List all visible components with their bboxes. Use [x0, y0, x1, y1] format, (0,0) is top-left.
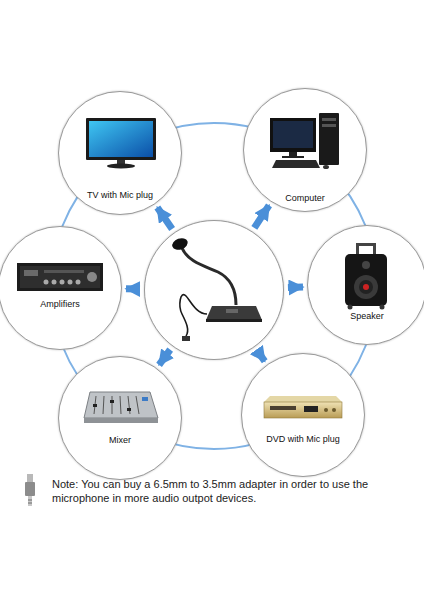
signal-arrow	[254, 205, 269, 228]
microphone-circle	[144, 220, 284, 360]
device-label: DVD with Mic plug	[248, 434, 358, 445]
signal-arrow	[157, 207, 172, 229]
device-circle: Computer	[243, 88, 367, 212]
signal-arrow	[126, 285, 140, 292]
device-circle: DVD with Mic plug	[241, 353, 365, 477]
signal-arrow	[257, 350, 265, 361]
note-text: Note: You can buy a 6.5mm to 3.5mm adapt…	[52, 477, 370, 505]
device-circle: TV with Mic plug	[58, 91, 182, 215]
device-label: Computer	[250, 193, 360, 204]
signal-arrow	[159, 350, 170, 365]
device-label: TV with Mic plug	[65, 190, 175, 201]
device-circle: Speaker	[307, 225, 424, 345]
device-label: Mixer	[65, 435, 175, 446]
device-circle: Mixer	[58, 356, 182, 480]
device-circle: Amplifiers	[0, 226, 122, 350]
device-label: Speaker	[314, 311, 420, 322]
adapter-icon	[25, 474, 35, 506]
device-label: Amplifiers	[5, 299, 115, 310]
signal-arrow	[288, 284, 303, 291]
